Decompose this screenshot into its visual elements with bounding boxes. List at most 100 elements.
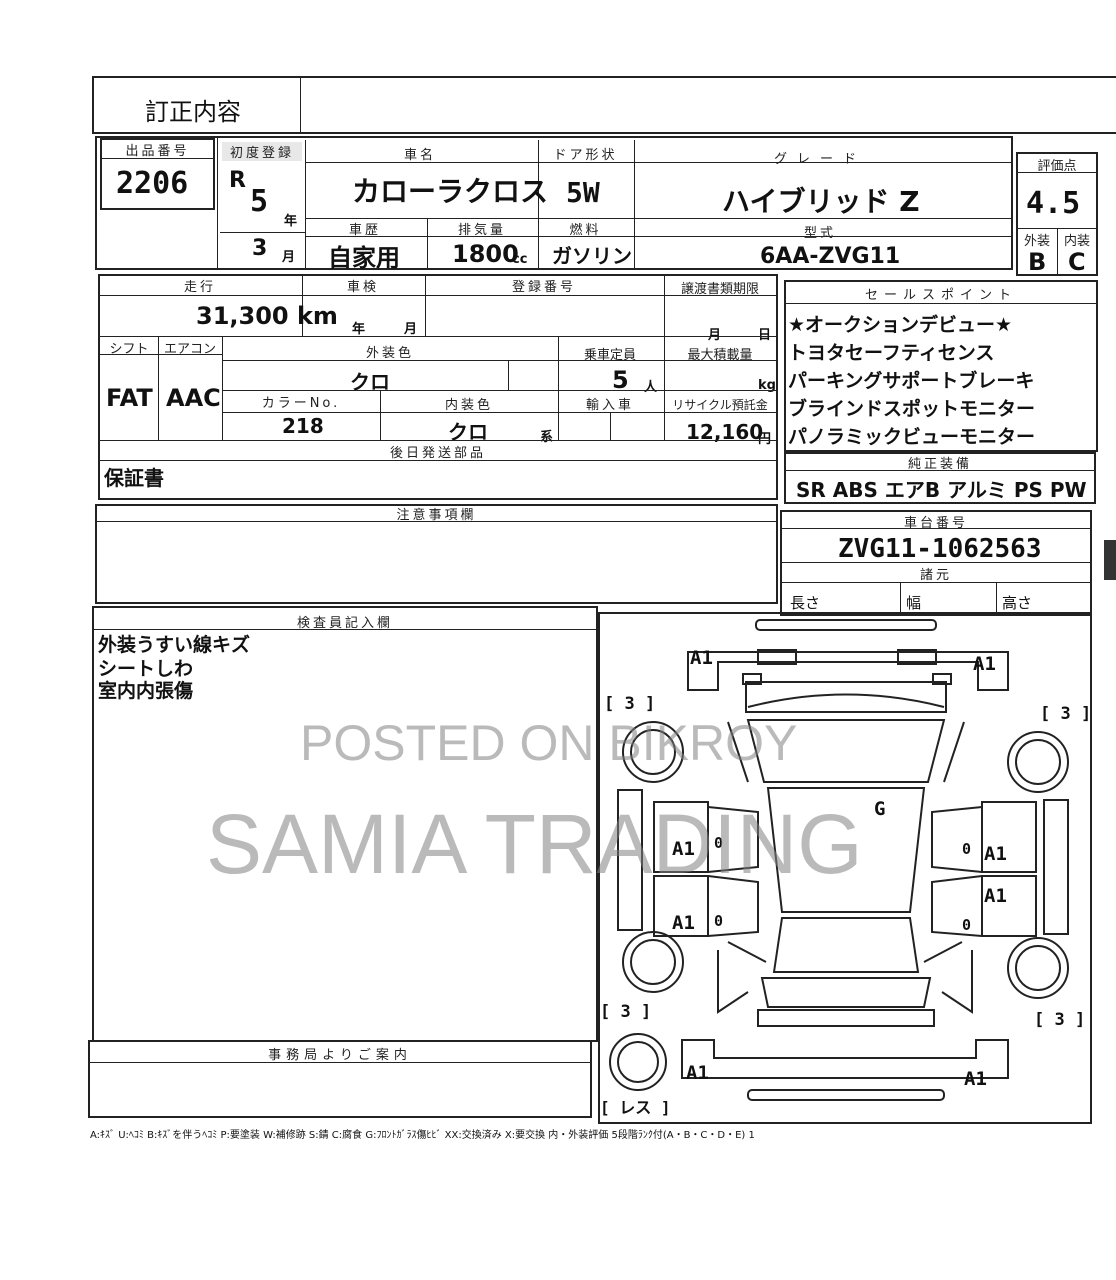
transfer-month-unit: 月 xyxy=(708,328,722,343)
legend: A:ｷｽﾞ U:ﾍｺﾐ B:ｷｽﾞを伴うﾍｺﾐ P:要塗装 W:補修跡 S:錆 … xyxy=(90,1130,755,1141)
divider xyxy=(664,276,665,336)
notes-label: 注意事項欄 xyxy=(396,508,477,523)
car-diagram-box xyxy=(598,612,1092,1124)
divider xyxy=(94,629,596,630)
interior-score: C xyxy=(1068,248,1086,276)
later-parts-value: 保証書 xyxy=(104,466,164,490)
tire-mark: [ 3 ] xyxy=(604,694,656,714)
displacement-unit: cc xyxy=(512,252,528,267)
damage-mark: A1 xyxy=(690,647,713,669)
dimensions-label: 諸元 xyxy=(919,568,952,583)
damage-mark: 0 xyxy=(962,840,972,858)
inspector-note: シートしわ xyxy=(98,658,194,680)
correction-section xyxy=(92,76,1116,134)
scan-edge xyxy=(1104,540,1116,580)
capacity-label: 乗車定員 xyxy=(583,348,636,363)
width-label: 幅 xyxy=(906,594,922,612)
divider xyxy=(1057,228,1058,274)
model-label: 型式 xyxy=(803,226,836,241)
later-parts-label: 後日発送部品 xyxy=(389,446,486,461)
divider xyxy=(100,440,776,441)
exterior-color-label: 外装色 xyxy=(365,346,414,361)
first-reg-year: 5 xyxy=(250,184,269,219)
grade-label: グレード xyxy=(773,152,866,167)
mileage-value: 31,300 km xyxy=(196,302,338,330)
divider xyxy=(610,412,611,440)
damage-mark: 0 xyxy=(714,834,724,852)
grade-value: ハイブリッド Z xyxy=(722,185,920,218)
damage-mark: A1 xyxy=(964,1068,987,1090)
car-name-label: 車名 xyxy=(403,148,436,163)
shift-label: シフト xyxy=(109,342,149,357)
color-no-value: 218 xyxy=(282,414,324,438)
office-box xyxy=(88,1040,592,1118)
divider xyxy=(782,528,1090,529)
score-box xyxy=(1016,152,1098,276)
max-load-unit: kg xyxy=(758,378,776,393)
details-box xyxy=(98,274,778,500)
capacity-unit: 人 xyxy=(644,380,658,395)
inspector-label: 検査員記入欄 xyxy=(296,616,393,631)
genuine-equipment-value: SR ABS エアB アルミ PS PW xyxy=(796,478,1087,502)
divider xyxy=(305,162,1011,163)
divider xyxy=(217,138,218,268)
model-value: 6AA-ZVG11 xyxy=(760,244,901,269)
divider xyxy=(100,460,776,461)
damage-mark: A1 xyxy=(672,838,695,860)
door-label: ドア形状 xyxy=(553,148,618,163)
registration-label: 登録番号 xyxy=(511,280,576,295)
watermark-line1: POSTED ON BIKROY xyxy=(300,715,798,771)
watermark-line2: SAMIA TRADING xyxy=(206,797,863,891)
genuine-equipment-label: 純正装備 xyxy=(907,457,972,472)
mileage-label: 走行 xyxy=(183,280,216,295)
sales-point-item: トヨタセーフティセンス xyxy=(788,342,995,364)
interior-color-label: 内装色 xyxy=(444,398,493,413)
damage-mark: A1 xyxy=(672,912,695,934)
divider xyxy=(158,336,159,440)
damage-mark: A1 xyxy=(984,843,1007,865)
aircon-label: エアコン xyxy=(163,342,216,357)
spare-tire-mark: [ レス ] xyxy=(600,1098,671,1117)
damage-mark: A1 xyxy=(984,885,1007,907)
car-body-diagram xyxy=(609,619,1069,1101)
displacement-value: 1800 xyxy=(452,240,519,268)
damage-mark: A1 xyxy=(686,1062,709,1084)
first-reg-month: 3 xyxy=(252,236,268,261)
transfer-day-unit: 日 xyxy=(758,328,772,343)
divider xyxy=(538,140,539,268)
divider xyxy=(222,390,776,391)
shift-value: FAT xyxy=(106,384,153,412)
divider xyxy=(380,390,381,440)
divider xyxy=(782,582,1090,583)
first-reg-era: R xyxy=(229,168,246,193)
divider xyxy=(782,562,1090,563)
score-value: 4.5 xyxy=(1026,186,1081,221)
sales-points-label: セールスポイント xyxy=(864,288,1017,303)
divider xyxy=(305,236,1011,237)
divider xyxy=(305,140,306,268)
inspection-month-unit: 月 xyxy=(404,322,418,337)
score-label: 評価点 xyxy=(1037,159,1077,174)
divider xyxy=(97,521,776,522)
usage-value: 自家用 xyxy=(328,244,400,272)
divider xyxy=(222,360,776,361)
interior-color-unit: 系 xyxy=(540,430,554,445)
first-reg-label: 初度登録 xyxy=(222,142,302,161)
usage-label: 車歴 xyxy=(348,223,381,238)
inspector-note: 室内内張傷 xyxy=(98,680,194,702)
divider xyxy=(664,336,665,440)
divider xyxy=(558,336,559,440)
inspection-label: 車検 xyxy=(346,280,379,295)
vehicle-info-box xyxy=(95,136,1013,270)
first-reg-month-unit: 月 xyxy=(282,250,296,265)
notes-box xyxy=(95,504,778,604)
divider xyxy=(786,470,1094,471)
displacement-label: 排気量 xyxy=(457,223,506,238)
recycle-label: リサイクル預託金 xyxy=(672,398,768,412)
divider xyxy=(100,336,776,337)
divider xyxy=(1018,172,1096,173)
first-reg-year-unit: 年 xyxy=(284,214,298,229)
divider xyxy=(996,582,997,614)
capacity-value: 5 xyxy=(612,366,629,394)
office-label: 事務局よりご案内 xyxy=(268,1048,412,1063)
